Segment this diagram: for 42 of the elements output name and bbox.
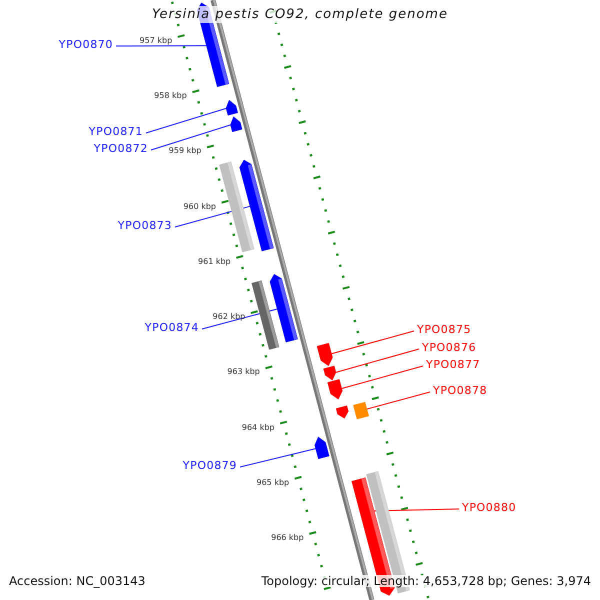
gene-segment [230, 116, 242, 132]
leader-line [150, 124, 232, 150]
gene-label: YPO0876 [422, 342, 476, 353]
gene-label: YPO0878 [433, 385, 488, 396]
gene-label: YPO0873 [118, 220, 172, 231]
scale-label: 961 kbp [198, 258, 231, 266]
gene-label: YPO0871 [88, 126, 143, 137]
accession-text: Accession: NC_003143 [9, 575, 146, 587]
gene-block [353, 402, 369, 420]
scale-label: 964 kbp [242, 424, 274, 432]
scale-label: 958 kbp [154, 92, 187, 100]
scale-label: 966 kbp [271, 534, 304, 542]
gene-label: YPO0874 [144, 322, 199, 333]
scale-label: 959 kbp [168, 147, 202, 156]
gene-segment [316, 342, 333, 366]
gene-label: YPO0872 [94, 143, 148, 154]
gene-bar [270, 274, 298, 342]
gene-label: YPO0877 [426, 359, 480, 370]
gene-label: YPO0879 [182, 460, 237, 471]
gene-segment [314, 436, 330, 460]
gene-segment [336, 406, 349, 419]
leader-line [330, 330, 414, 354]
leader-line [366, 392, 430, 410]
scale-label: 960 kbp [183, 202, 216, 211]
scale-label: 963 kbp [227, 368, 260, 376]
leader-line [202, 308, 278, 330]
leader-line [341, 366, 424, 390]
gene-label: YPO0875 [417, 324, 472, 335]
leader-line [240, 448, 316, 468]
leader-line [146, 108, 227, 134]
scale-label: 957 kbp [140, 37, 172, 46]
gene-label: YPO0870 [58, 39, 113, 50]
leader-line [116, 45, 207, 46]
gene-bar [239, 160, 274, 252]
gene-segment [323, 366, 336, 380]
gene-segment [226, 100, 238, 116]
gene-segment [327, 379, 343, 400]
leader-line [335, 348, 420, 373]
scale-label: 962 kbp [212, 313, 246, 322]
summary-text: Topology: circular; Length: 4,653,728 bp; Genes: 3,974 [261, 575, 591, 587]
gene-label: YPO0880 [462, 502, 516, 513]
scale-label: 965 kbp [256, 478, 290, 487]
